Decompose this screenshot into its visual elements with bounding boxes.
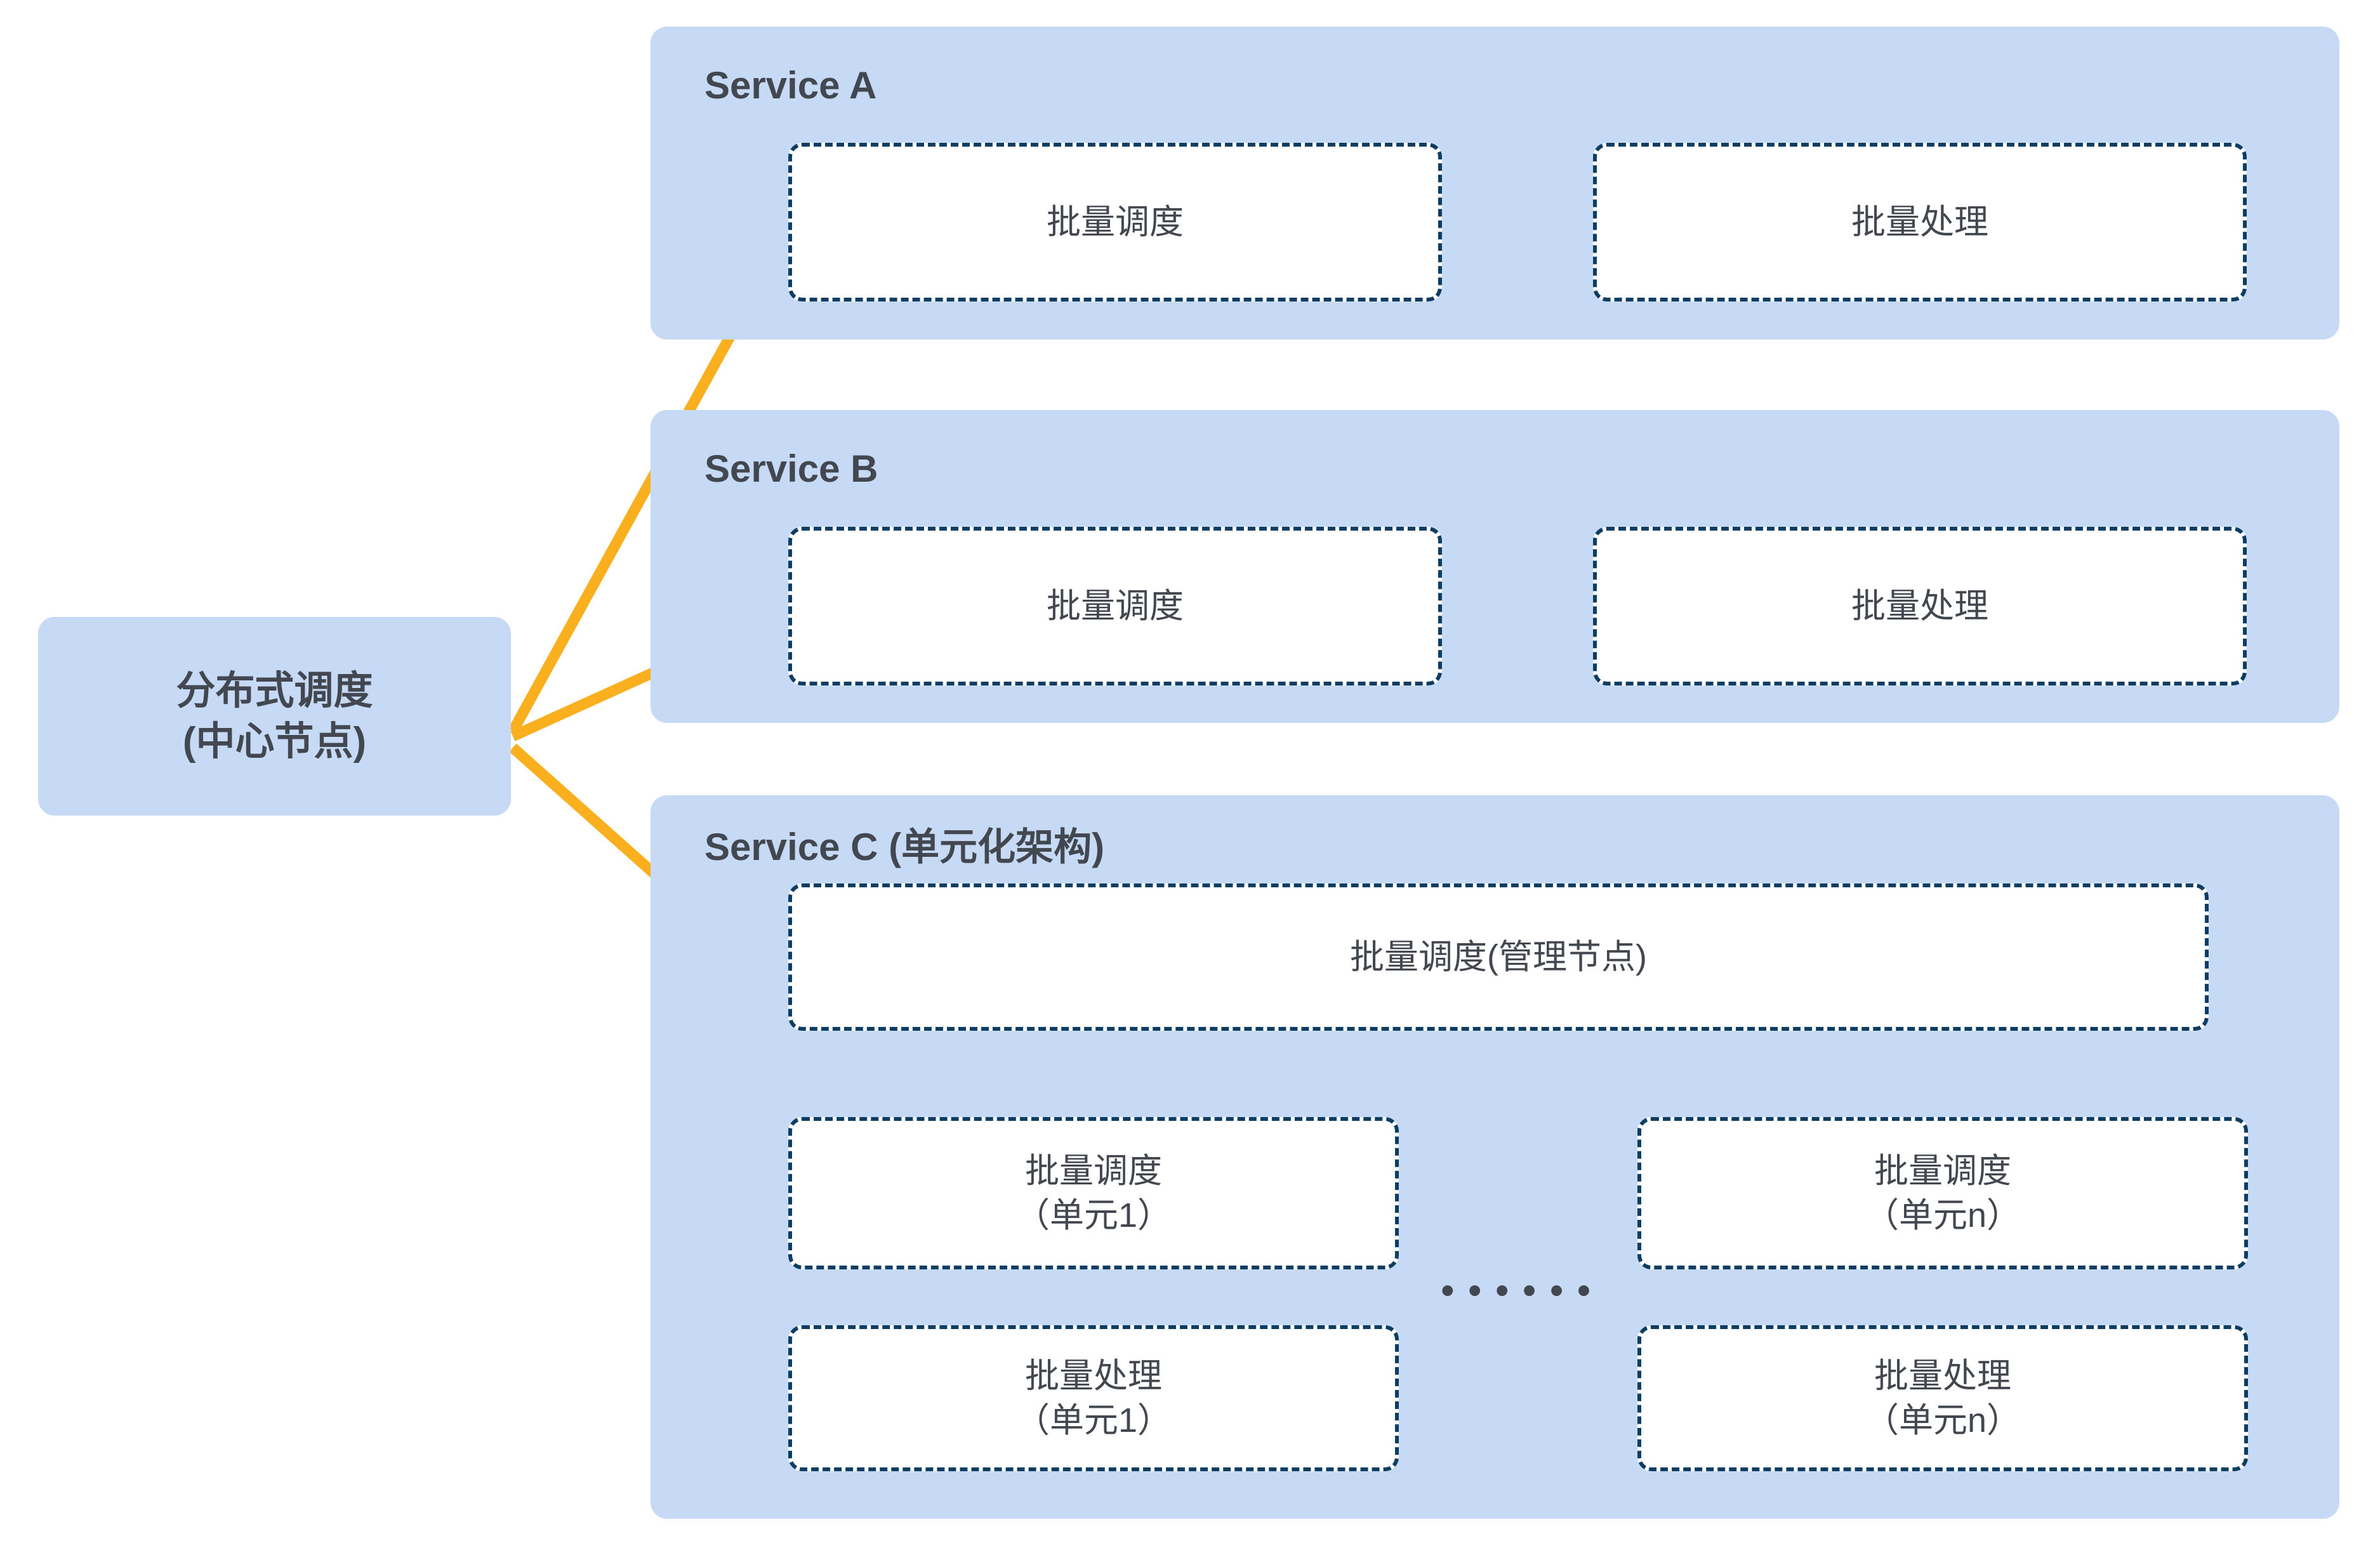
unit-1-schedule-label: 批量调度 （单元1）	[1015, 1149, 1172, 1238]
service-b-process-node[interactable]: 批量处理	[1593, 527, 2247, 685]
central-scheduler-node[interactable]: 分布式调度 (中心节点)	[38, 617, 511, 816]
unit-1-schedule-node[interactable]: 批量调度 （单元1）	[788, 1117, 1399, 1269]
unit-1-process-label: 批量处理 （单元1）	[1015, 1354, 1172, 1443]
service-a-process-node[interactable]: 批量处理	[1593, 143, 2247, 301]
central-scheduler-line-1: 分布式调度	[176, 669, 373, 713]
unit-n-schedule-node[interactable]: 批量调度 （单元n）	[1637, 1117, 2248, 1269]
service-b-schedule-node[interactable]: 批量调度	[788, 527, 1442, 685]
unit-n-process-node[interactable]: 批量处理 （单元n）	[1637, 1325, 2248, 1471]
central-scheduler-label: 分布式调度 (中心节点)	[176, 666, 373, 767]
unit-1-schedule-line-2: （单元1）	[1015, 1196, 1172, 1234]
unit-1-process-line-1: 批量处理	[1024, 1356, 1162, 1395]
unit-1-process-node[interactable]: 批量处理 （单元1）	[788, 1325, 1399, 1471]
unit-n-process-label: 批量处理 （单元n）	[1865, 1354, 2021, 1443]
unit-1-process-line-2: （单元1）	[1015, 1401, 1172, 1439]
service-a-title: Service A	[704, 64, 877, 107]
unit-n-schedule-label: 批量调度 （单元n）	[1865, 1149, 2021, 1238]
service-a-schedule-node[interactable]: 批量调度	[788, 143, 1442, 301]
unit-n-schedule-line-2: （单元n）	[1864, 1196, 2021, 1234]
central-scheduler-line-2: (中心节点)	[182, 719, 367, 764]
units-ellipsis: • • • • • •	[1441, 1269, 1592, 1313]
service-c-manager-node[interactable]: 批量调度(管理节点)	[788, 883, 2209, 1031]
service-c-title: Service C (单元化架构)	[704, 826, 1105, 868]
unit-n-schedule-line-1: 批量调度	[1874, 1151, 2011, 1190]
unit-1-schedule-line-1: 批量调度	[1024, 1151, 1162, 1190]
service-b-title: Service B	[704, 447, 878, 490]
unit-n-process-line-2: （单元n）	[1864, 1401, 2021, 1439]
unit-n-process-line-1: 批量处理	[1874, 1356, 2011, 1395]
